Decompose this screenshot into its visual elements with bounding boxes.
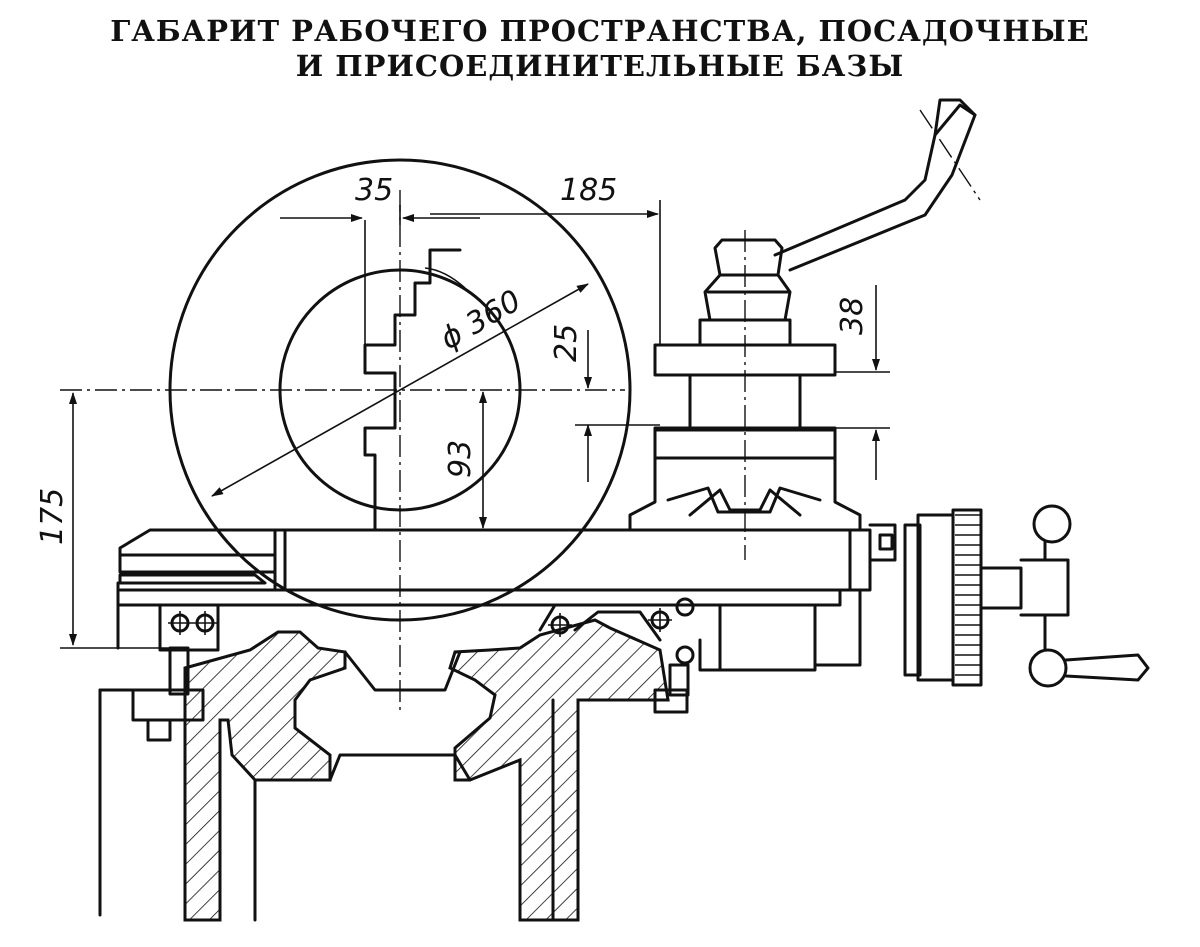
bed-section-left xyxy=(183,630,347,922)
handwheel-assembly xyxy=(868,504,1150,688)
tool-post xyxy=(628,98,981,532)
cross-slide xyxy=(273,528,872,592)
title-line-2: И ПРИСОЕДИНИТЕЛЬНЫЕ БАЗЫ xyxy=(295,49,905,83)
dimension-185: 185 xyxy=(560,173,617,208)
carriage xyxy=(116,528,872,672)
dimension-175: 175 xyxy=(35,488,70,545)
machine-bed xyxy=(98,618,690,922)
bolt-group-right xyxy=(548,597,695,665)
drawing-title: ГАБАРИТ РАБОЧЕГО ПРОСТРАНСТВА, ПОСАДОЧНЫ… xyxy=(0,14,1200,84)
title-line-1: ГАБАРИТ РАБОЧЕГО ПРОСТРАНСТВА, ПОСАДОЧНЫ… xyxy=(110,14,1090,48)
dimension-labels: 35 185 ϕ 360 25 93 38 175 xyxy=(35,173,870,545)
dimension-93: 93 xyxy=(443,440,478,478)
swing-circle-group xyxy=(60,158,746,710)
dimension-25: 25 xyxy=(549,324,584,362)
bolt-group-left xyxy=(168,611,217,635)
dimension-38: 38 xyxy=(835,297,870,335)
dimension-lines xyxy=(60,200,890,649)
bed-section-right xyxy=(448,618,670,922)
dimension-35: 35 xyxy=(355,173,393,208)
